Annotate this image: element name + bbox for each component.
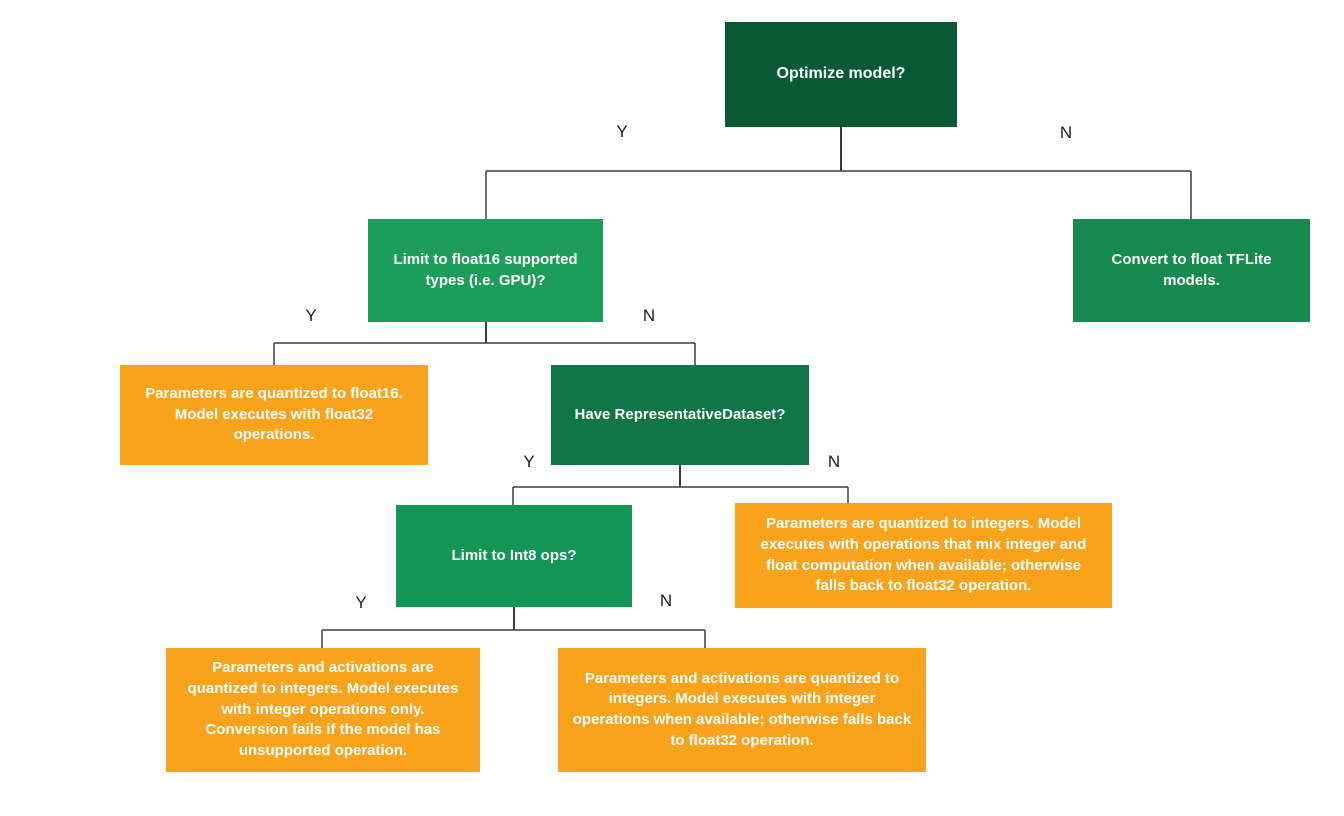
edge-label-limit-int8-no: N [659, 591, 673, 610]
edge-label-limit-float16-yes: Y [305, 306, 317, 325]
node-limit-float16-label: Limit to float16 supported types (i.e. G… [393, 250, 578, 289]
edge-label-have-dataset-no: N [827, 452, 841, 471]
node-integer-only-result-label: Parameters and activations are quantized… [187, 659, 459, 760]
node-integer-fallback-result-label: Parameters and activations are quantized… [572, 669, 912, 749]
node-have-representative-dataset-label: Have RepresentativeDataset? [574, 405, 786, 423]
edge-label-have-dataset-yes: Y [523, 452, 535, 471]
node-limit-float16: Limit to float16 supported types (i.e. G… [368, 219, 603, 322]
edge-label-limit-int8-yes: Y [355, 593, 367, 612]
node-float16-result-label: Parameters are quantized to float16. Mod… [145, 384, 403, 444]
node-limit-int8-ops-label: Limit to Int8 ops? [451, 546, 577, 564]
node-integer-fallback-result: Parameters and activations are quantized… [558, 648, 926, 772]
node-limit-int8-ops: Limit to Int8 ops? [396, 505, 632, 607]
edge-label-optimize-yes: Y [616, 122, 628, 141]
node-integer-only-result: Parameters and activations are quantized… [166, 648, 480, 772]
edge-label-limit-float16-no: N [642, 306, 656, 325]
node-optimize-model-label: Optimize model? [776, 65, 906, 83]
node-optimize-model: Optimize model? [725, 22, 957, 127]
node-mixed-quantization-result-label: Parameters are quantized to integers. Mo… [760, 515, 1087, 595]
edge-label-optimize-no: N [1059, 123, 1073, 142]
node-have-representative-dataset: Have RepresentativeDataset? [551, 365, 809, 465]
node-convert-float-tflite-label: Convert to float TFLite models. [1111, 250, 1272, 289]
node-float16-result: Parameters are quantized to float16. Mod… [120, 365, 428, 465]
node-convert-float-tflite: Convert to float TFLite models. [1073, 219, 1310, 322]
node-mixed-quantization-result: Parameters are quantized to integers. Mo… [735, 503, 1112, 608]
